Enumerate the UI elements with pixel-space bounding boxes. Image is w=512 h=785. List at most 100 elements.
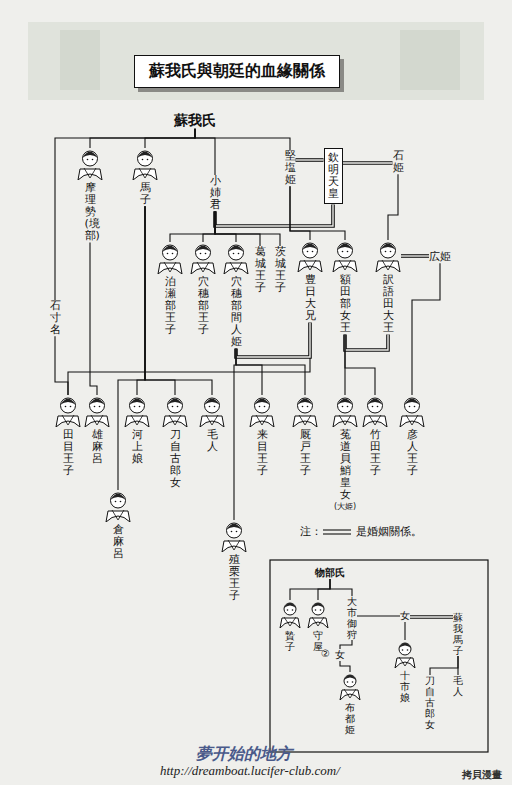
descent-line [236,349,262,395]
person-node: 厩戸王子 [292,395,318,477]
descent-line [215,211,236,242]
person-name: 竹田王子 [370,429,381,477]
callout-number: ② [321,648,330,659]
marriage-line-inner [215,204,333,226]
connector-group [215,211,260,246]
person-name: 十市娘 [400,670,410,703]
descent-line [340,640,352,649]
descent-line [195,129,215,175]
connector-group [343,163,393,164]
legend-row: 是婚姻關係。 [322,524,422,539]
connector-group [215,204,333,226]
connector-group [290,186,310,240]
person-name: 石姫 [393,150,404,174]
portrait-figure [77,148,103,180]
person-name: 小姉君 [210,175,221,211]
descent-line [345,334,375,395]
person-name: 額田部女王 [340,274,351,334]
portrait-figure [394,640,416,668]
descent-line [236,349,305,395]
person-name: 摩理勢(境部) [85,182,96,242]
person-node: 広姫 [429,250,451,263]
person-name: 毛人 [453,675,463,697]
person-name: 殖栗王子 [229,554,240,602]
connector-group [55,336,68,395]
person-name: 菟道貝鮹皇女 [340,429,351,502]
person-node: 額田部女王 [332,240,358,334]
person-name: 倉麻呂 [113,524,124,560]
person-node: 布都姫 [339,672,361,735]
connector-group [55,129,195,300]
connector-group [215,211,280,246]
person-node: 刀自古郎女 [425,675,435,730]
person-node: 穴穗部王子 [190,242,216,336]
person-node: 穴穗部間人姫 [223,242,249,349]
connector-group [170,211,215,242]
marriage-line [236,322,310,357]
descent-line [195,129,290,150]
person-node: 来目王子 [249,395,275,477]
watermark-url: http://dreamboat.lucifer-club.com/ [160,763,340,779]
portrait-figure [124,395,150,427]
connector-group [236,349,262,395]
marriage-line [296,158,324,162]
person-node: 雄麻呂 [84,395,110,465]
connector-group [410,617,453,618]
person-node: 小姉君 [210,175,221,211]
connector-group [195,129,290,150]
portrait-figure [190,242,216,274]
person-node: 石姫 [393,150,404,174]
person-name: 贄子 [285,630,295,652]
descent-line [404,622,405,640]
person-name: 田目王子 [63,429,74,477]
title-text: 蘇我氏與朝廷的血緣關係 [149,61,325,80]
connector-group [430,656,458,675]
person-node: 彦人王子 [399,395,425,477]
person-name: 訳語田大王 [383,274,394,334]
connector-group [345,334,375,395]
person-name: 葛城王子 [255,246,266,294]
note-mark: 注： [300,524,322,539]
person-name: 布都姫 [345,702,355,735]
person-node: 竹田王子 [362,395,388,477]
person-node: 女 [400,610,410,622]
person-node: 十市娘 [394,640,416,703]
descent-line [145,206,212,395]
portrait-figure [223,242,249,274]
descent-line [357,615,400,616]
descent-line [430,656,458,675]
portrait-figure [199,395,225,427]
person-node: 茨城王子 [275,246,286,294]
portrait-figure [162,395,188,427]
person-alias: (大姫) [334,502,356,512]
descent-line [330,579,352,596]
person-name: 蘇我馬子 [453,612,463,656]
background-glyph [400,30,460,90]
watermark-site: 拷貝漫畫 [462,768,502,782]
person-name: 刀自古郎女 [170,429,181,489]
descent-line [55,336,68,395]
portrait-figure [339,672,361,700]
person-node: 守屋 [307,600,329,652]
person-node: 菟道貝鮹皇女(大姫) [332,395,358,511]
connector-group [236,322,310,357]
portrait-figure [307,600,329,628]
descent-line [170,211,215,242]
person-node: 石寸名 [50,300,61,336]
marriage-line-inner [343,162,393,163]
marriage-line [401,254,429,258]
person-name: 大市御狩 [347,596,357,640]
marriage-line-inner [410,616,453,617]
marriage-line [343,161,393,165]
marriage-line-inner [236,322,310,357]
descent-line [290,579,330,600]
portrait-figure [399,395,425,427]
descent-line [234,349,236,520]
person-node: 女 [335,649,345,661]
person-name: 女 [335,649,345,661]
connector-group [345,334,388,350]
connector-group [234,349,236,520]
person-name: 女 [400,610,410,622]
person-node: 大市御狩 [347,596,357,640]
person-node: 田目王子 [55,395,81,477]
